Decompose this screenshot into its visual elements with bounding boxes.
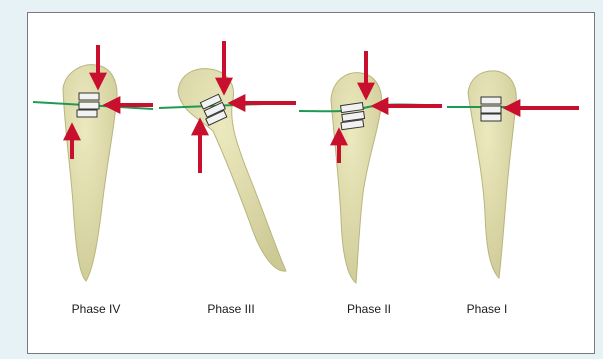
tooth-phase-iii [159,41,296,271]
bracket-phase-ii [339,103,366,130]
phase-label-ii: Phase II [347,302,391,316]
tooth-phase-ii [299,51,442,283]
bracket-phase-i [481,97,501,121]
bracket-phase-iv [77,93,99,117]
tooth-phase-i [447,71,579,278]
phase-label-iv: Phase IV [72,302,121,316]
tooth-phase-iv [33,45,153,281]
phase-label-iii: Phase III [207,302,254,316]
figure-panel: Phase IV Phase III Phase II Phase I [27,12,595,354]
phase-label-i: Phase I [467,302,508,316]
